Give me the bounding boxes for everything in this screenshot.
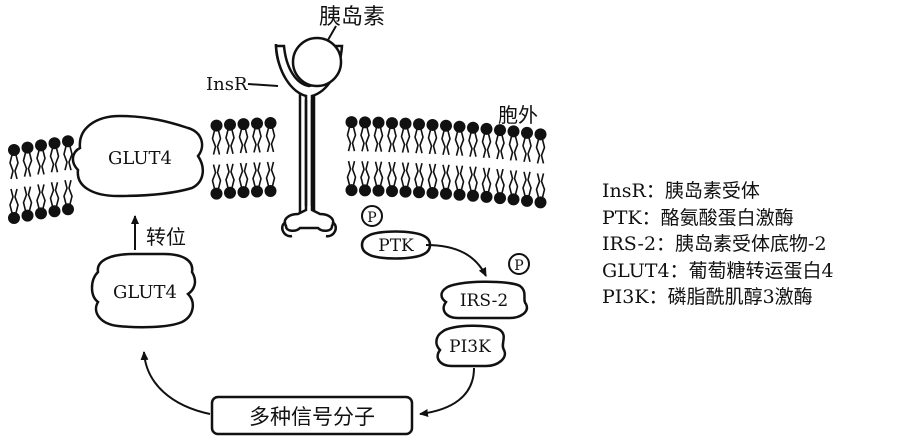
pi3k-label: PI3K <box>449 337 491 357</box>
signal-molecules-label: 多种信号分子 <box>249 405 375 429</box>
translocation-label: 转位 <box>146 225 186 249</box>
glut4-vesicle-protein: GLUT4 <box>92 254 195 327</box>
glut4-vesicle-label: GLUT4 <box>113 282 177 303</box>
legend-row-irs2: IRS-2：胰岛素受体底物-2 <box>602 231 834 258</box>
legend-row-glut4: GLUT4：葡萄糖转运蛋白4 <box>602 258 834 285</box>
legend-row-pi3k: PI3K：磷脂酰肌醇3激酶 <box>602 284 834 311</box>
legend-row-insr: InsR：胰岛素受体 <box>602 178 834 205</box>
insr-label: InsR <box>206 74 248 95</box>
insulin-label: 胰岛素 <box>319 5 385 30</box>
glut4-membrane-protein: GLUT4 <box>73 116 203 196</box>
insr-leader-line <box>248 84 278 86</box>
glut4-membrane-label: GLUT4 <box>108 148 172 169</box>
legend: InsR：胰岛素受体 PTK：酪氨酸蛋白激酶 IRS-2：胰岛素受体底物-2 G… <box>602 178 834 311</box>
svg-text:P: P <box>367 210 376 226</box>
phosphate-irs2: P <box>509 254 529 274</box>
irs2-label: IRS-2 <box>460 291 508 311</box>
extracellular-label: 胞外 <box>498 103 538 127</box>
arrow-pi3k-to-signals <box>420 368 474 414</box>
ptk-label: PTK <box>378 236 414 256</box>
arrow-signals-to-glut4 <box>144 352 210 414</box>
pi3k-protein: PI3K <box>436 326 505 366</box>
svg-text:P: P <box>514 258 523 274</box>
legend-row-ptk: PTK：酪氨酸蛋白激酶 <box>602 205 834 232</box>
ptk-protein: PTK <box>362 232 430 259</box>
arrow-ptk-to-irs2 <box>426 245 486 276</box>
phosphate-receptor: P <box>362 206 382 226</box>
irs2-protein: IRS-2 <box>442 282 527 318</box>
signal-molecules-box: 多种信号分子 <box>212 397 412 434</box>
